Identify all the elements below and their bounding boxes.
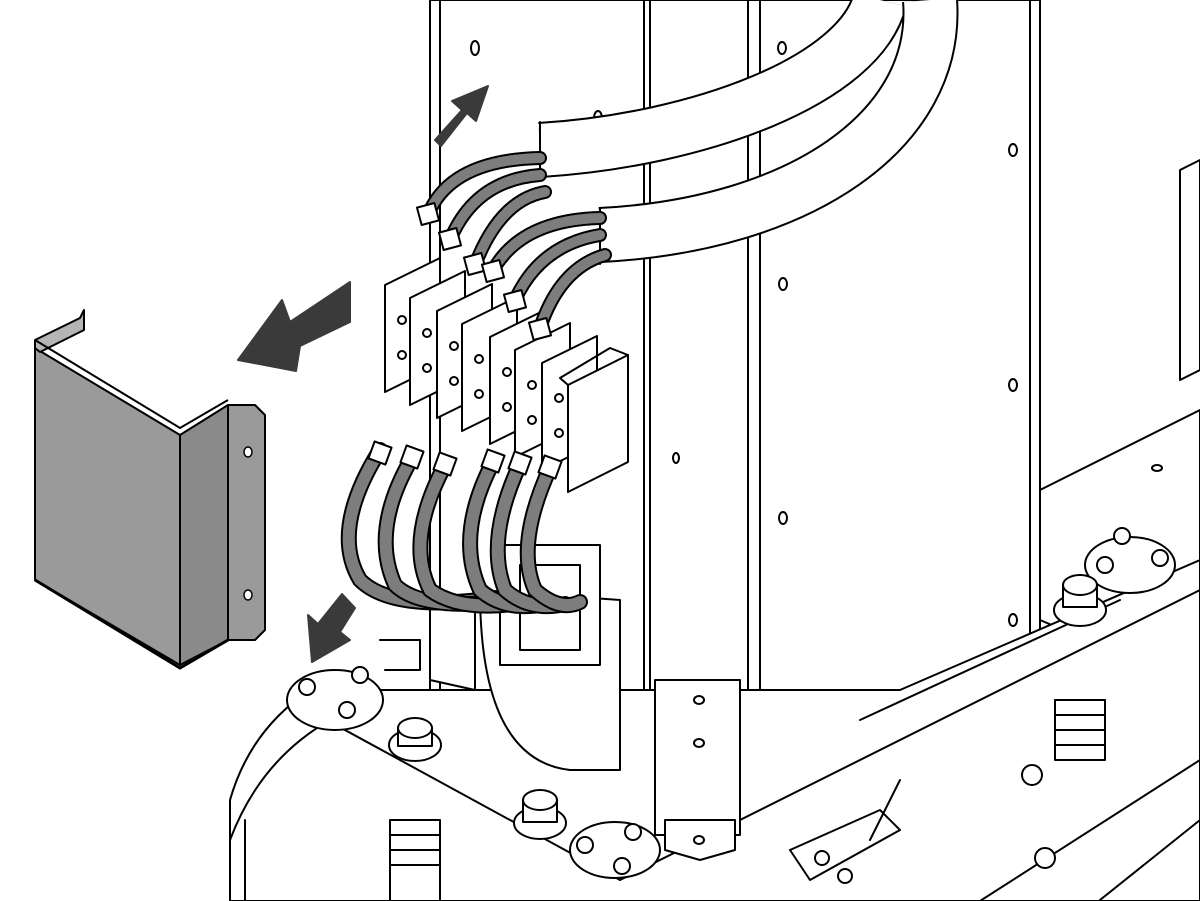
nut-1 <box>388 717 442 762</box>
nut-2 <box>513 789 567 840</box>
lower-ferrules <box>367 440 563 480</box>
arrow-left <box>237 281 351 372</box>
removed-cover <box>34 309 266 670</box>
spring-column <box>389 699 1106 901</box>
base-plate <box>229 559 1200 901</box>
terminal-plates <box>384 257 629 493</box>
upper-wires <box>415 151 612 342</box>
upper-ferrules <box>415 201 553 342</box>
arrow-down-left <box>307 593 356 663</box>
mounts <box>286 527 1176 901</box>
mount-bottom-center <box>569 821 661 879</box>
arrow-up-right <box>434 85 489 147</box>
mount-left <box>286 666 384 731</box>
terminal-plate-8 <box>559 347 629 493</box>
lower-wires <box>340 440 588 615</box>
arrows <box>237 85 489 663</box>
upper-cables <box>538 0 959 265</box>
lower-terminal-block <box>789 764 1056 884</box>
mount-right <box>1084 527 1176 594</box>
nut-3 <box>1053 574 1107 627</box>
